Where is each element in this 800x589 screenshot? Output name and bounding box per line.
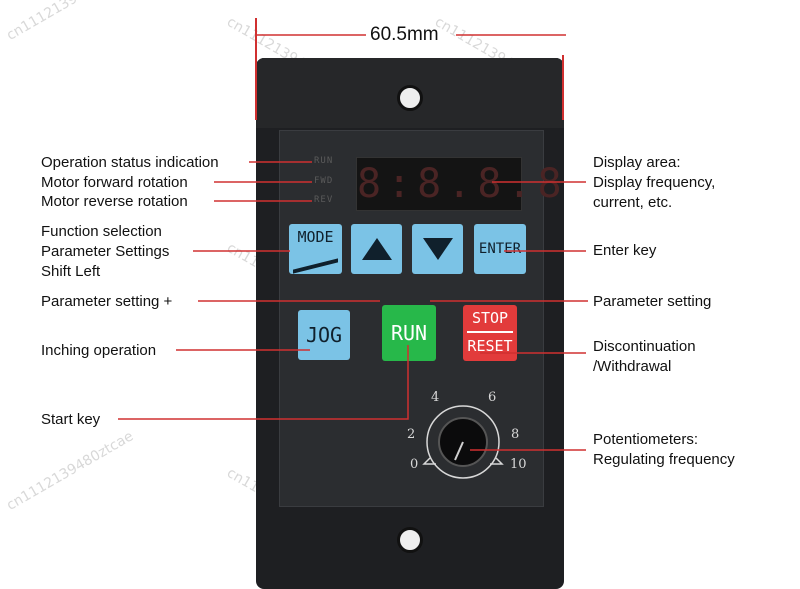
- dimension-label: 60.5mm: [370, 24, 439, 45]
- dial-mark-0: 0: [410, 457, 419, 472]
- knob-pointer: [454, 441, 464, 461]
- mounting-hole-top: [397, 85, 423, 111]
- dial-mark-4: 4: [431, 390, 440, 405]
- run-button[interactable]: RUN: [382, 305, 436, 361]
- dial-scale-ring: [426, 405, 500, 479]
- leader-start: [118, 345, 409, 420]
- label-shift-left: Shift Left: [41, 263, 101, 280]
- scale-tick: [422, 457, 436, 465]
- dial-mark-10: 10: [510, 457, 527, 472]
- label-display-area: Display area:: [593, 154, 681, 171]
- label-start-key: Start key: [41, 411, 101, 428]
- stop-label: STOP: [467, 305, 513, 333]
- scale-tick: [490, 457, 504, 465]
- reset-label: RESET: [467, 337, 513, 355]
- up-arrow-icon: [361, 238, 392, 260]
- label-reverse-rotation: Motor reverse rotation: [41, 193, 188, 210]
- indicator-rev: REV: [314, 195, 334, 205]
- label-forward-rotation: Motor forward rotation: [41, 174, 188, 191]
- label-withdrawal: /Withdrawal: [593, 358, 672, 375]
- down-arrow-icon: [422, 238, 453, 260]
- label-display-frequency: Display frequency,: [593, 174, 716, 191]
- label-function-selection: Function selection: [41, 223, 162, 240]
- label-parameter-minus: Parameter setting: [593, 293, 712, 310]
- dial-mark-8: 8: [511, 427, 520, 442]
- label-potentiometers: Potentiometers:: [593, 431, 699, 448]
- mode-button-label: MODE: [297, 228, 334, 246]
- label-display-current: current, etc.: [593, 194, 673, 211]
- label-regulating-frequency: Regulating frequency: [593, 451, 735, 468]
- dial-mark-2: 2: [407, 427, 416, 442]
- label-discontinuation: Discontinuation: [593, 338, 696, 355]
- up-button[interactable]: [351, 224, 402, 274]
- label-status-indication: Operation status indication: [41, 154, 219, 171]
- label-inching-operation: Inching operation: [41, 342, 157, 359]
- stop-reset-button[interactable]: STOP RESET: [463, 305, 517, 361]
- jog-button[interactable]: JOG: [298, 310, 350, 360]
- dial-mark-6: 6: [488, 390, 497, 405]
- down-button[interactable]: [412, 224, 463, 274]
- label-enter-key: Enter key: [593, 242, 657, 259]
- indicator-fwd: FWD: [314, 176, 334, 186]
- indicator-run: RUN: [314, 156, 334, 166]
- mode-button[interactable]: MODE: [289, 224, 342, 274]
- label-parameter-plus: Parameter setting +: [41, 293, 173, 310]
- enter-button[interactable]: ENTER: [474, 224, 526, 274]
- mounting-hole-bottom: [397, 527, 423, 553]
- label-parameter-settings: Parameter Settings: [41, 243, 170, 260]
